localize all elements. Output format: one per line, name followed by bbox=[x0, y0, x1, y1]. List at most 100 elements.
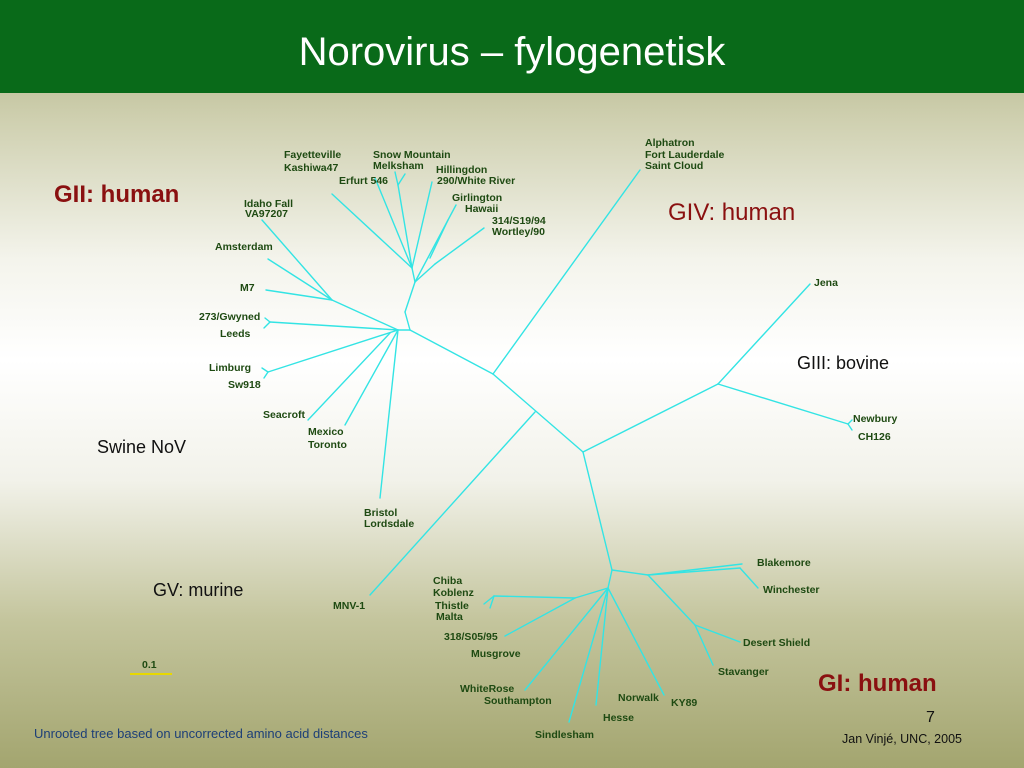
branch bbox=[265, 289, 333, 301]
leaf-label: Hesse bbox=[603, 712, 634, 724]
leaf-label: Sw918 bbox=[228, 379, 261, 391]
leaf-label: MNV-1 bbox=[333, 600, 366, 612]
branch bbox=[524, 587, 609, 691]
branch bbox=[404, 281, 416, 313]
leaf-label: Seacroft bbox=[263, 409, 306, 421]
group-swine-label: Swine NoV bbox=[97, 437, 187, 457]
branch bbox=[429, 219, 449, 259]
branch bbox=[847, 423, 853, 431]
branch bbox=[409, 329, 494, 375]
leaf-label: Fort Lauderdale bbox=[645, 149, 725, 161]
branch bbox=[397, 173, 406, 186]
leaf-label: Girlington bbox=[452, 192, 503, 204]
branch bbox=[647, 567, 741, 576]
leaf-label: CH126 bbox=[858, 431, 891, 443]
branch bbox=[611, 569, 649, 576]
leaf-label: Fayetteville bbox=[284, 149, 342, 161]
leaf-label: Toronto bbox=[308, 439, 347, 451]
branch bbox=[411, 181, 433, 269]
page-number: 7 bbox=[926, 709, 935, 726]
leaf-label: Idaho Fall bbox=[244, 198, 294, 210]
leaf-label: Leeds bbox=[220, 328, 251, 340]
branch bbox=[331, 299, 399, 331]
group-gv-label: GV: murine bbox=[153, 580, 244, 600]
leaf-label: Alphatron bbox=[645, 137, 695, 149]
branch bbox=[263, 321, 271, 329]
branch bbox=[434, 227, 485, 265]
leaf-label: M7 bbox=[240, 282, 255, 294]
leaf-label: Malta bbox=[436, 611, 463, 623]
leaf-label: Winchester bbox=[763, 584, 820, 596]
branch bbox=[394, 171, 399, 186]
branch bbox=[647, 574, 696, 626]
branch bbox=[493, 595, 576, 599]
branch bbox=[307, 332, 391, 421]
branch bbox=[717, 283, 811, 385]
leaf-label: 314/S19/94 bbox=[492, 215, 546, 227]
branch bbox=[411, 267, 416, 283]
branch bbox=[582, 451, 613, 571]
branch bbox=[582, 383, 719, 453]
branch bbox=[489, 595, 495, 609]
branch bbox=[595, 587, 609, 706]
branch bbox=[492, 373, 584, 453]
leaf-label: Erfurt 546 bbox=[339, 175, 389, 187]
leaf-label: Koblenz bbox=[433, 587, 474, 599]
group-gii-label: GII: human bbox=[54, 181, 180, 208]
leaf-label: Norwalk bbox=[618, 692, 659, 704]
leaf-label: Desert Shield bbox=[743, 637, 811, 649]
title-bar: Norovirus – fylogenetisk bbox=[0, 0, 1024, 93]
leaf-label: Wortley/90 bbox=[492, 226, 545, 238]
branch bbox=[694, 624, 714, 666]
branch bbox=[261, 367, 269, 373]
slide-title: Norovirus – fylogenetisk bbox=[298, 30, 726, 74]
leaf-label: Snow Mountain bbox=[373, 149, 451, 161]
branch bbox=[397, 184, 413, 269]
leaf-label: Limburg bbox=[209, 362, 251, 374]
leaf-label: Musgrove bbox=[471, 648, 521, 660]
leaf-label: WhiteRose bbox=[460, 683, 515, 695]
leaf-label: Newbury bbox=[853, 413, 898, 425]
group-giii-label: GIII: bovine bbox=[797, 353, 890, 373]
leaf-label: Melksham bbox=[373, 160, 424, 172]
branch bbox=[344, 329, 399, 426]
leaf-label: Sindlesham bbox=[535, 729, 594, 741]
leaf-label: 273/Gwyned bbox=[199, 311, 261, 323]
branch bbox=[414, 263, 436, 283]
group-giv-label: GIV: human bbox=[668, 199, 796, 226]
leaf-label: Lordsdale bbox=[364, 518, 415, 530]
footer-caption: Unrooted tree based on uncorrected amino… bbox=[34, 726, 368, 741]
leaf-label: Mexico bbox=[308, 426, 344, 438]
leaf-label: Kashiwa47 bbox=[284, 162, 339, 174]
leaf-label: Chiba bbox=[433, 575, 463, 587]
leaf-label: Jena bbox=[814, 277, 838, 289]
scale-label: 0.1 bbox=[142, 659, 157, 671]
leaf-label: Stavanger bbox=[718, 666, 769, 678]
leaf-label: Blakemore bbox=[757, 557, 811, 569]
branch bbox=[374, 177, 413, 269]
branch bbox=[264, 317, 271, 323]
leaf-label: Hawaii bbox=[465, 203, 499, 215]
branch bbox=[267, 329, 399, 373]
group-gi-label: GI: human bbox=[818, 670, 937, 697]
branch bbox=[607, 587, 665, 696]
leaf-label: VA97207 bbox=[245, 208, 289, 220]
branch bbox=[492, 169, 641, 375]
branch bbox=[267, 258, 333, 301]
branch bbox=[331, 193, 413, 269]
leaf-label: 318/S05/95 bbox=[444, 631, 498, 643]
branch bbox=[414, 204, 457, 283]
scale-bar bbox=[130, 673, 172, 675]
branch bbox=[607, 569, 613, 589]
leaf-label: Thistle bbox=[435, 600, 469, 612]
leaf-label: 290/White River bbox=[437, 175, 516, 187]
leaf-label: Southampton bbox=[484, 695, 552, 707]
branch bbox=[717, 383, 849, 425]
author-credit: Jan Vinjé, UNC, 2005 bbox=[842, 732, 962, 746]
branch bbox=[379, 329, 399, 499]
branch bbox=[574, 587, 609, 599]
branch bbox=[404, 311, 411, 331]
leaf-label: Bristol bbox=[364, 507, 398, 519]
branch bbox=[504, 597, 576, 637]
